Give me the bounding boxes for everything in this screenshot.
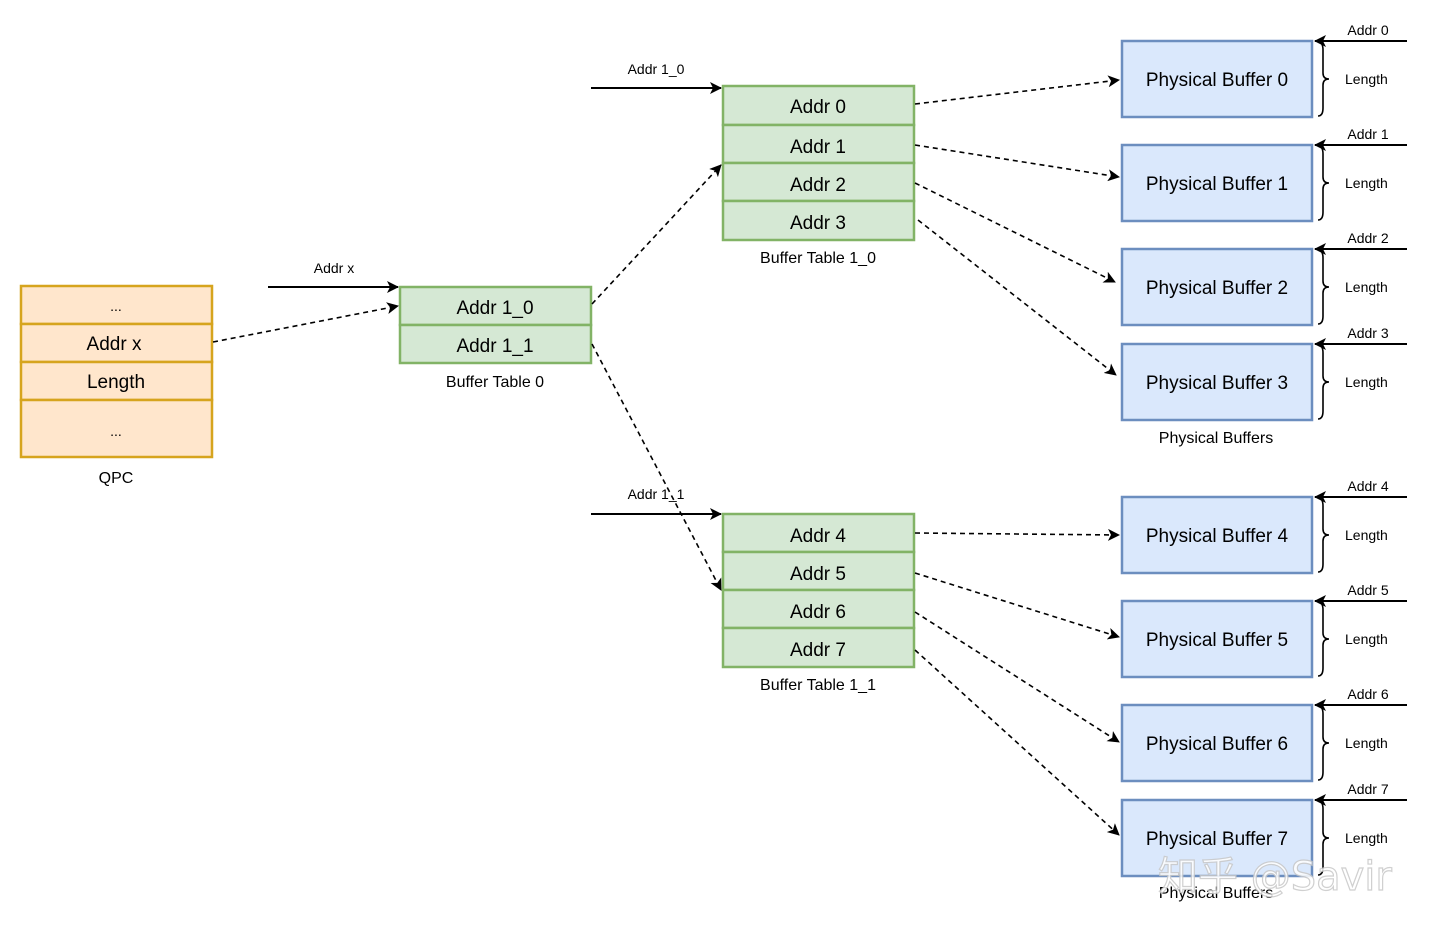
solid-arrows xyxy=(268,82,722,520)
addr-label: Addr 3 xyxy=(1347,325,1388,341)
physical-buffer-box xyxy=(1120,247,1314,327)
addr-label: Addr 4 xyxy=(1347,478,1388,494)
physical-buffer-label: Physical Buffer 2 xyxy=(1146,278,1288,299)
table-row-label: Addr 3 xyxy=(790,213,846,234)
table-row-label: Addr 4 xyxy=(790,526,846,547)
physical-buffer-box xyxy=(1120,495,1314,575)
table-row-label: Addr 6 xyxy=(790,602,846,623)
length-brace xyxy=(1317,249,1330,325)
table-row-label: Addr 5 xyxy=(790,564,846,585)
length-brace xyxy=(1317,705,1330,781)
addr-label: Addr 6 xyxy=(1347,686,1388,702)
length-label: Length xyxy=(1345,374,1388,390)
qpc-row-label: Length xyxy=(87,372,145,393)
physical-buffer: Physical Buffer 2 Addr 2 Length xyxy=(1120,230,1407,327)
length-label: Length xyxy=(1345,830,1388,846)
physical-buffer-label: Physical Buffer 1 xyxy=(1146,174,1288,195)
physical-buffer: Physical Buffer 6 Addr 6 Length xyxy=(1120,686,1407,783)
physical-buffer-box xyxy=(1120,599,1314,679)
input-arrow-label: Addr x xyxy=(314,260,354,276)
physical-buffer: Physical Buffer 3 Addr 3 Length xyxy=(1120,325,1407,422)
length-label: Length xyxy=(1345,279,1388,295)
pointer-arrow xyxy=(917,219,1117,376)
table-row xyxy=(721,626,916,669)
table-row-label: Addr 7 xyxy=(790,640,846,661)
table-row-label: Addr 1 xyxy=(790,137,846,158)
pointer-arrow xyxy=(591,343,722,591)
physical-buffer-label: Physical Buffer 0 xyxy=(1146,70,1288,91)
physical-buffer: Physical Buffer 5 Addr 5 Length xyxy=(1120,582,1407,679)
qpc-row-label: ... xyxy=(110,298,122,314)
buffer-table-1-1: Addr 4 Addr 5 Addr 6 Addr 7 Buffer Table… xyxy=(628,486,916,694)
qpc-row-label: Addr x xyxy=(87,334,142,355)
table-row-label: Addr 1_1 xyxy=(456,336,533,357)
length-brace xyxy=(1317,497,1330,573)
physical-buffer-box xyxy=(1120,798,1314,878)
length-label: Length xyxy=(1345,631,1388,647)
length-brace xyxy=(1317,41,1330,117)
length-label: Length xyxy=(1345,71,1388,87)
physical-buffer-box xyxy=(1120,342,1314,422)
physical-buffer-label: Physical Buffer 6 xyxy=(1146,734,1288,755)
table-row xyxy=(398,323,593,365)
table-row xyxy=(721,512,916,554)
pointer-arrow xyxy=(914,649,1120,836)
table-row xyxy=(721,199,916,242)
table-row-label: Addr 0 xyxy=(790,97,846,118)
buffer-table-0: Addr 1_0 Addr 1_1 Buffer Table 0 Addr x xyxy=(314,260,593,391)
table-caption: Buffer Table 0 xyxy=(446,374,544,391)
physical-buffer-label: Physical Buffer 4 xyxy=(1146,526,1289,547)
length-brace xyxy=(1317,145,1330,221)
addr-label: Addr 7 xyxy=(1347,781,1388,797)
table-caption: Buffer Table 1_0 xyxy=(760,250,876,267)
pointer-arrow xyxy=(212,302,399,343)
physical-buffer-box xyxy=(1120,143,1314,223)
physical-buffers-caption: Physical Buffers xyxy=(1159,430,1273,447)
pointer-arrow xyxy=(914,572,1120,640)
physical-buffer-label: Physical Buffer 3 xyxy=(1146,373,1288,394)
qpc-caption: QPC xyxy=(99,470,134,487)
table-row xyxy=(721,550,916,592)
qpc-row-label: ... xyxy=(110,423,122,439)
pointer-arrow xyxy=(914,75,1120,105)
watermark: 知乎 @Savir xyxy=(1158,854,1392,900)
physical-buffer: Physical Buffer 7 Addr 7 Length xyxy=(1120,781,1407,878)
dashed-arrows xyxy=(212,75,1120,836)
physical-buffer: Physical Buffer 4 Addr 4 Length xyxy=(1120,478,1407,575)
pointer-arrow xyxy=(914,611,1120,743)
qpc-block: ... Addr x Length ... QPC xyxy=(19,284,214,487)
table-row-label: Addr 1_0 xyxy=(456,298,533,319)
pointer-arrow xyxy=(914,528,1120,541)
addr-label: Addr 0 xyxy=(1347,22,1388,38)
pointer-arrow xyxy=(591,164,722,305)
physical-buffer-label: Physical Buffer 5 xyxy=(1146,630,1288,651)
input-arrow-label: Addr 1_1 xyxy=(628,486,685,502)
addr-label: Addr 5 xyxy=(1347,582,1388,598)
addr-label: Addr 2 xyxy=(1347,230,1388,246)
physical-buffer-box xyxy=(1120,703,1314,783)
length-label: Length xyxy=(1345,527,1388,543)
pointer-arrow xyxy=(914,182,1116,283)
table-row xyxy=(721,123,916,165)
input-arrow-label: Addr 1_0 xyxy=(628,61,685,77)
table-caption: Buffer Table 1_1 xyxy=(760,677,876,694)
length-label: Length xyxy=(1345,735,1388,751)
qpc-row xyxy=(19,398,214,459)
table-row-label: Addr 2 xyxy=(790,175,846,196)
length-brace xyxy=(1317,601,1330,677)
pointer-arrow xyxy=(914,144,1120,182)
buffer-table-1-0: Addr 0 Addr 1 Addr 2 Addr 3 Buffer Table… xyxy=(628,61,916,267)
addr-label: Addr 1 xyxy=(1347,126,1388,142)
length-brace xyxy=(1317,344,1330,420)
physical-buffer-box xyxy=(1120,39,1314,119)
physical-buffer: Physical Buffer 1 Addr 1 Length xyxy=(1120,126,1407,223)
physical-buffer: Physical Buffer 0 Addr 0 Length xyxy=(1120,22,1407,119)
length-label: Length xyxy=(1345,175,1388,191)
length-brace xyxy=(1317,800,1330,876)
physical-buffer-label: Physical Buffer 7 xyxy=(1146,829,1288,850)
physical-buffers-caption: Physical Buffers xyxy=(1159,885,1273,902)
